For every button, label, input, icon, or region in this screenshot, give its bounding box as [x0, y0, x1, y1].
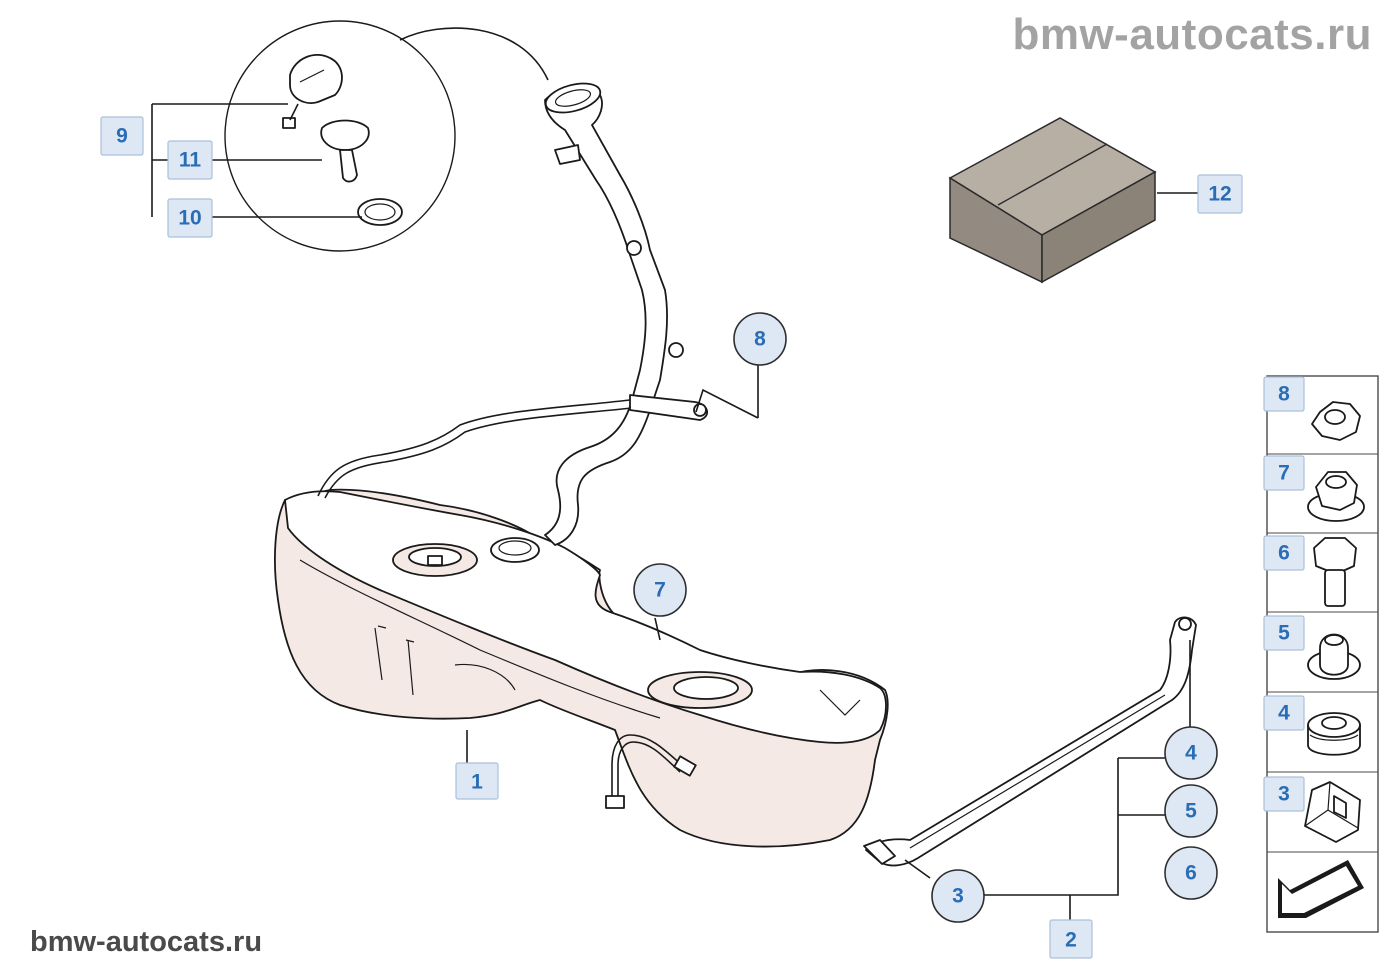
svg-text:3: 3 [1278, 783, 1290, 806]
svg-text:3: 3 [952, 885, 964, 908]
callout-12[interactable]: 12 [1197, 174, 1243, 214]
hardware-item-6[interactable]: 6 [1263, 535, 1357, 607]
direction-arrow-icon [1278, 860, 1364, 918]
svg-text:8: 8 [754, 328, 766, 351]
watermark-bottom: bmw-autocats.ru [30, 926, 263, 958]
detail-view-cap [224, 20, 549, 252]
callout-4[interactable]: 4 [1164, 726, 1218, 780]
svg-text:12: 12 [1208, 183, 1231, 206]
callout-2[interactable]: 2 [1049, 919, 1093, 959]
filler-neck[interactable] [317, 78, 709, 546]
callout-5[interactable]: 5 [1164, 784, 1218, 838]
svg-text:6: 6 [1185, 862, 1197, 885]
callout-6[interactable]: 6 [1164, 846, 1218, 900]
svg-text:4: 4 [1278, 702, 1290, 725]
svg-text:4: 4 [1185, 742, 1197, 765]
hardware-item-3[interactable]: 3 [1263, 776, 1361, 843]
hardware-item-5[interactable]: 5 [1263, 615, 1361, 680]
svg-text:8: 8 [1278, 383, 1290, 406]
rubber-grommet-icon [1307, 712, 1361, 756]
strap-clip-icon [1304, 781, 1361, 843]
hardware-item-8[interactable]: 8 [1263, 376, 1361, 441]
hardware-item-4[interactable]: 4 [1263, 695, 1361, 756]
svg-text:9: 9 [116, 125, 128, 148]
rubber-bushing-icon [1307, 633, 1361, 680]
callout-10[interactable]: 10 [167, 198, 213, 238]
svg-text:7: 7 [654, 579, 666, 602]
flange-nut-icon [1307, 471, 1365, 522]
svg-text:5: 5 [1278, 622, 1290, 645]
svg-text:10: 10 [178, 207, 201, 230]
svg-text:11: 11 [179, 149, 202, 172]
tension-strap[interactable] [863, 616, 1197, 867]
callout-7[interactable]: 7 [633, 563, 687, 617]
svg-text:7: 7 [1278, 462, 1290, 485]
svg-text:5: 5 [1185, 800, 1197, 823]
control-unit-box[interactable] [948, 117, 1157, 284]
watermark-top: bmw-autocats.ru [1012, 10, 1372, 59]
svg-text:1: 1 [471, 771, 483, 794]
fuel-tank[interactable] [274, 488, 889, 848]
hex-bolt-icon [1313, 537, 1357, 607]
hardware-item-7[interactable]: 7 [1263, 455, 1365, 522]
callout-3[interactable]: 3 [931, 869, 985, 923]
svg-text:2: 2 [1065, 929, 1077, 952]
svg-text:6: 6 [1278, 542, 1290, 565]
callout-9[interactable]: 9 [100, 116, 144, 156]
callout-8[interactable]: 8 [733, 312, 787, 366]
callout-11[interactable]: 11 [167, 140, 213, 180]
hex-nut-icon [1311, 401, 1361, 441]
callout-1[interactable]: 1 [455, 762, 499, 800]
